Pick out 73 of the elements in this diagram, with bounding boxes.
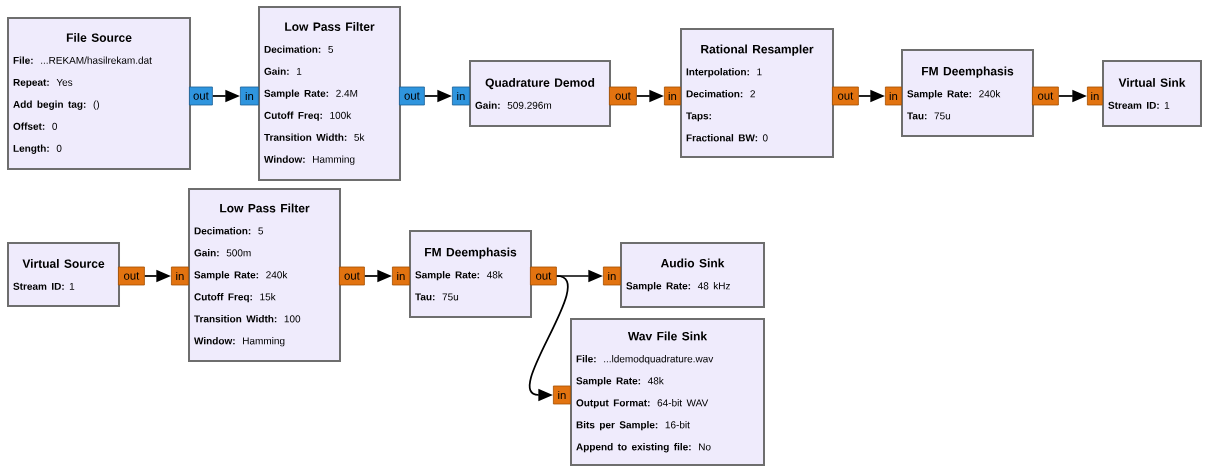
parameter-text: Bits per Sample: 16-bit [576,421,690,431]
parameter-text: Stream ID: 1 [1108,101,1170,109]
port: in [603,266,621,286]
parameter-text: Gain: 500m [194,249,251,257]
parameter-text: Gain: 509.296m [475,101,552,109]
port: in [240,86,259,106]
port: in [392,266,410,286]
block-title: FM Deemphasis [425,247,517,259]
parameter-text: Add begin tag: () [13,100,100,110]
parameter-text: Interpolation: 1 [686,68,762,78]
parameter-text: Window: Hamming [194,337,285,347]
port: out [189,86,213,106]
parameter-text: Length: 0 [13,144,62,154]
block-box [409,230,532,318]
block-box [620,242,765,308]
parameter-text: Cutoff Freq: 100k [264,111,352,121]
port: out [832,86,859,106]
block-title: Wav File Sink [627,331,708,341]
parameter-text: Output Format: 64-bit WAV [576,399,709,409]
parameter-text: Gain: 1 [264,67,302,75]
parameter-text: Sample Rate: 240k [907,90,1001,100]
port: in [1087,86,1103,106]
block-box [570,318,765,466]
port: in [171,266,189,286]
port: out [339,266,365,286]
port: in [452,86,470,106]
parameter-text: Repeat: Yes [13,78,73,88]
block-title: Virtual Sink [1118,78,1186,87]
block-box [188,188,341,362]
port: out [399,86,425,106]
parameter-text: File: ...REKAM/hasilrekam.dat [13,56,152,64]
port: out [530,266,557,286]
parameter-text: Sample Rate: 240k [194,271,288,281]
block-title: Audio Sink [660,258,725,268]
parameter-text: Decimation: 2 [686,90,755,98]
block-title: Low Pass Filter [220,203,310,213]
parameter-text: File: ...ldemodquadrature.wav [576,355,714,365]
block-title: Low Pass Filter [285,22,375,31]
parameter-text: Transition Width: 100 [194,315,301,323]
block-box [7,17,191,170]
block-title: Rational Resampler [701,44,814,56]
block-title: Virtual Source [22,259,105,268]
port: out [1032,86,1059,106]
parameter-text: Sample Rate: 2.4M [264,89,358,99]
parameter-text: Tau: 75u [415,293,459,301]
block-title: FM Deemphasis [922,66,1014,78]
block-box [901,49,1034,137]
port: in [553,385,571,405]
parameter-text: Append to existing file: No [576,443,711,453]
parameter-text: Decimation: 5 [264,45,334,53]
parameter-text: Sample Rate: 48k [415,271,503,281]
block-box [1102,60,1202,127]
parameter-text: Sample Rate: 48k [576,377,664,387]
parameter-text: Decimation: 5 [194,227,264,235]
block-box [469,60,611,127]
block-box [258,6,401,181]
parameter-text: Cutoff Freq: 15k [194,293,276,303]
block-box [680,28,834,158]
block-title: File Source [66,33,132,42]
parameter-text: Sample Rate: 48 kHz [626,282,730,292]
parameter-text: Taps: [686,112,711,122]
port: out [118,266,145,286]
parameter-text: Fractional BW: 0 [686,134,768,142]
parameter-text: Tau: 75u [907,112,951,120]
block-title: Quadrature Demod [485,78,595,90]
parameter-text: Transition Width: 5k [264,133,365,141]
parameter-text: Stream ID: 1 [13,282,75,290]
parameter-text: Offset: 0 [13,122,58,130]
parameter-text: Window: Hamming [264,155,355,165]
port: in [885,86,902,106]
port: in [664,86,681,106]
block-box [7,242,120,307]
port: out [609,86,637,106]
